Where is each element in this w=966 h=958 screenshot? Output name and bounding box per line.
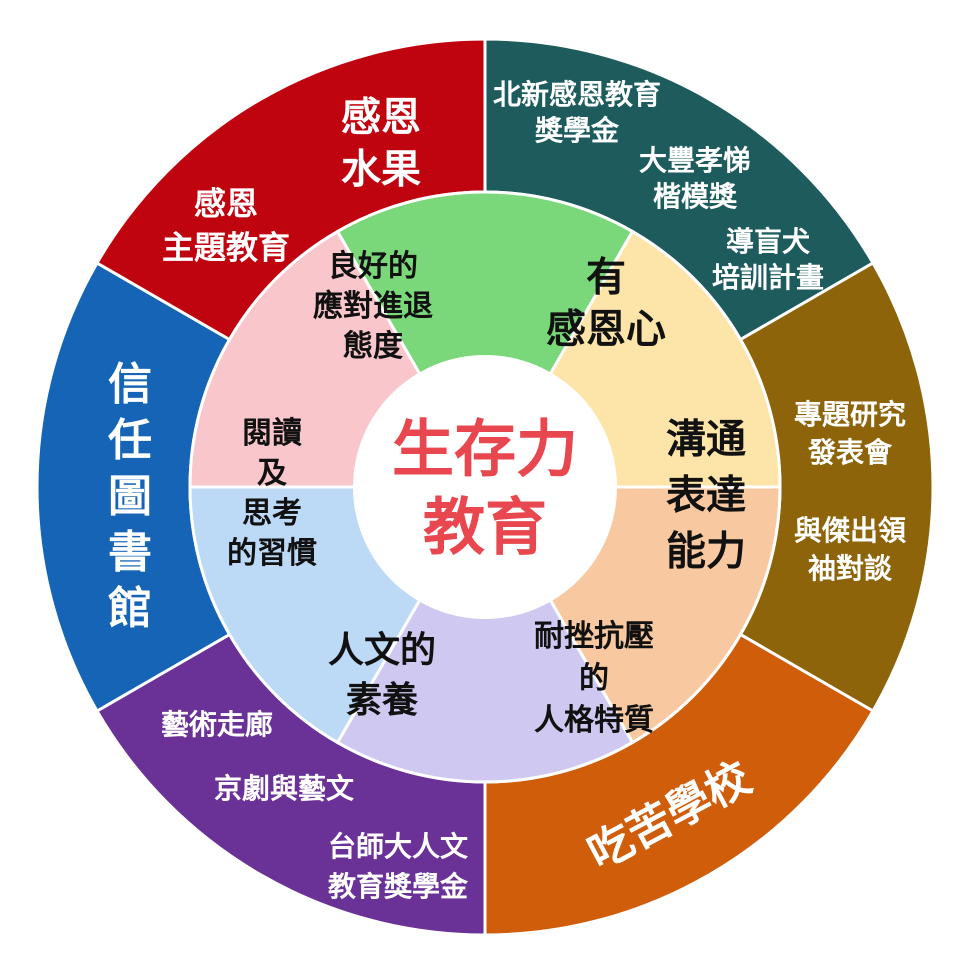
outer-label-blue-0-line: 圖 xyxy=(108,471,152,522)
outer-label-teal-1-line: 大豐孝悌 xyxy=(639,144,751,177)
inner-label-communication-line: 溝通 xyxy=(666,416,746,462)
outer-label-blue-0-line: 任 xyxy=(108,415,152,466)
outer-label-brown-0-line: 專題研究 xyxy=(794,398,906,431)
inner-label-reading-line: 及 xyxy=(257,456,287,491)
outer-label-teal-0-line: 北新感恩教育 xyxy=(493,78,661,111)
inner-label-humanities-line: 素養 xyxy=(346,680,418,721)
outer-label-teal-1-line: 楷模獎 xyxy=(653,180,738,213)
outer-label-blue-0-line: 書 xyxy=(108,527,152,578)
center-disc xyxy=(353,355,617,619)
outer-label-red-1-line: 主題教育 xyxy=(162,229,290,267)
inner-label-resilience-line: 人格特質 xyxy=(534,703,654,738)
inner-label-reading-line: 閱讀 xyxy=(242,416,302,451)
outer-label-red-1-line: 感恩 xyxy=(194,185,258,223)
inner-label-manners-line: 態度 xyxy=(343,329,403,364)
outer-label-purple-2-line: 台師大人文 xyxy=(328,830,468,863)
center-title-line: 生存力 xyxy=(392,412,578,485)
outer-label-red-0-line: 感恩 xyxy=(341,94,421,140)
outer-label-purple-0-line: 藝術走廊 xyxy=(161,708,273,741)
outer-label-teal-2-line: 培訓計畫 xyxy=(712,261,824,294)
outer-label-teal-0-line: 獎學金 xyxy=(535,114,620,147)
inner-label-reading-line: 思考 xyxy=(242,496,302,531)
inner-label-manners-line: 良好的 xyxy=(328,249,418,284)
outer-label-brown-0-line: 發表會 xyxy=(807,436,893,469)
outer-label-brown-1-line: 袖對談 xyxy=(808,552,893,585)
inner-label-thanks-line: 有 xyxy=(586,254,626,300)
inner-label-humanities-line: 人文的 xyxy=(328,630,436,671)
outer-label-red-0-line: 水果 xyxy=(341,146,421,192)
inner-label-thanks-line: 感恩心 xyxy=(546,306,666,352)
center-title-line: 教育 xyxy=(423,490,547,563)
outer-label-purple-1: 京劇與藝文 xyxy=(214,772,354,805)
outer-label-blue-0-line: 館 xyxy=(108,583,152,634)
outer-label-brown-1-line: 與傑出領 xyxy=(794,514,906,547)
inner-label-resilience-line: 的 xyxy=(579,661,609,696)
outer-label-blue-0-line: 信 xyxy=(108,359,152,410)
outer-label-teal-2-line: 導盲犬 xyxy=(726,225,810,258)
inner-label-reading-line: 的習慣 xyxy=(227,536,317,571)
outer-label-purple-0: 藝術走廊 xyxy=(161,708,273,741)
outer-label-purple-1-line: 京劇與藝文 xyxy=(214,772,354,805)
inner-label-resilience-line: 耐挫抗壓 xyxy=(534,619,654,654)
outer-label-purple-2-line: 教育獎學金 xyxy=(328,870,469,903)
inner-label-communication-line: 能力 xyxy=(666,528,746,574)
inner-label-communication-line: 表達 xyxy=(666,472,746,518)
inner-label-manners-line: 應對進退 xyxy=(313,289,433,324)
